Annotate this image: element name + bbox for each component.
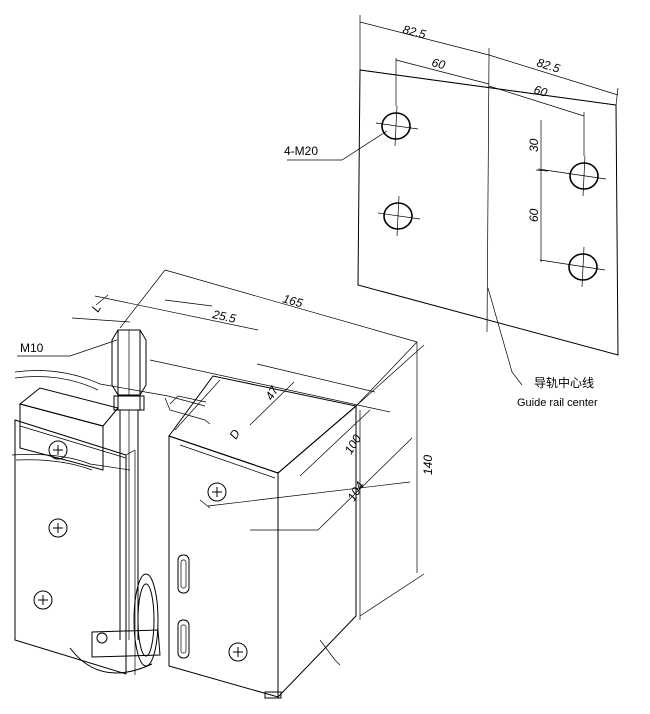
screw-icon xyxy=(228,642,248,662)
screw-icon xyxy=(207,482,227,502)
hole-top-left xyxy=(375,105,419,147)
screw-icon xyxy=(48,518,68,538)
mounting-plate: 82.5 82.5 60 60 30 60 4-M20 导轨中心线 Guide … xyxy=(284,15,619,409)
dim-width1: 100 xyxy=(342,432,365,457)
guide-rail-center-en: Guide rail center xyxy=(517,397,598,409)
dim-length: 165 xyxy=(281,291,304,310)
dim-plate-top-right: 82.5 xyxy=(535,55,562,75)
dim-plate-vertical-top: 30 xyxy=(527,138,541,152)
dim-d: D xyxy=(226,427,243,442)
dim-plate-inner-left: 60 xyxy=(430,55,447,72)
slot-top xyxy=(177,554,190,594)
rod xyxy=(111,329,147,640)
hole-bottom-right xyxy=(539,246,606,288)
guide-rail-centerline xyxy=(486,57,490,333)
right-block xyxy=(168,375,361,699)
dim-offset: 25.5 xyxy=(210,307,237,326)
bolt-label-leader xyxy=(17,339,118,357)
hole-bottom-left xyxy=(377,195,421,237)
dim-line-top-left xyxy=(359,21,490,56)
hole-label: 4-M20 xyxy=(284,144,318,158)
left-block xyxy=(14,387,136,675)
bolt-label: M10 xyxy=(20,341,44,355)
dim-line-inner-right xyxy=(488,85,585,117)
dim-plate-vertical-bottom: 60 xyxy=(527,208,541,222)
safety-gear-device: 165 25.5 L M10 47 D 100 104 140 xyxy=(11,269,435,699)
centerline-leader xyxy=(487,287,523,386)
hole-label-leader xyxy=(287,130,388,161)
dim-plate-inner-right: 60 xyxy=(532,82,549,99)
hole-top-right xyxy=(537,155,607,197)
slot-bottom xyxy=(177,619,190,659)
roller xyxy=(69,573,161,674)
screw-icon xyxy=(48,440,68,460)
dim-height: 140 xyxy=(421,455,435,475)
dim-line-top-right xyxy=(488,54,619,96)
dim-plate-top-left: 82.5 xyxy=(401,22,427,41)
dim-l: L xyxy=(88,302,103,315)
guide-rail-center-cn: 导轨中心线 xyxy=(534,375,594,390)
dim-gap: 47 xyxy=(262,383,281,403)
dim-width2: 104 xyxy=(345,479,368,504)
screw-icon xyxy=(33,590,53,610)
dim-line-inner-left xyxy=(395,59,490,85)
